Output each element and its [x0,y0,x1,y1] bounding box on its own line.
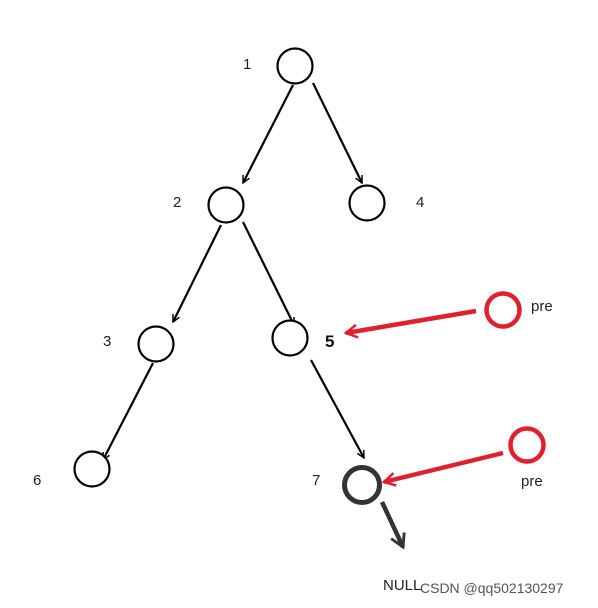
node-label-3: 3 [103,333,111,350]
tree-node-7 [342,465,382,505]
tree-node-1 [276,47,314,85]
node-label-2: 2 [173,194,181,211]
edge-5-7 [310,359,365,458]
null-arrow [379,501,406,550]
node-label-6: 6 [33,472,41,489]
tree-node-3 [137,325,175,363]
pre-pointer-circle-1 [484,291,522,329]
edge-3-6 [102,362,154,460]
node-label-1: 1 [243,56,251,73]
null-label: NULL [383,577,421,594]
edge-1-4 [312,82,363,183]
pre-label-2: pre [521,473,543,490]
pre-label-1: pre [531,298,553,315]
tree-node-5 [271,319,309,357]
pre-pointer-circle-2 [508,426,546,464]
edge-2-3 [172,224,222,322]
node-label-4: 4 [416,194,424,211]
pre-arrow-to-5 [343,308,477,339]
tree-node-2 [207,186,245,224]
edge-1-2 [242,84,294,183]
node-label-7: 7 [312,472,320,489]
pre-arrow-to-7 [381,450,504,487]
edge-2-5 [242,221,295,325]
tree-node-4 [348,184,386,222]
watermark: CSDN @qq502130297 [420,580,564,596]
node-label-5: 5 [325,332,334,351]
tree-node-6 [73,450,111,488]
